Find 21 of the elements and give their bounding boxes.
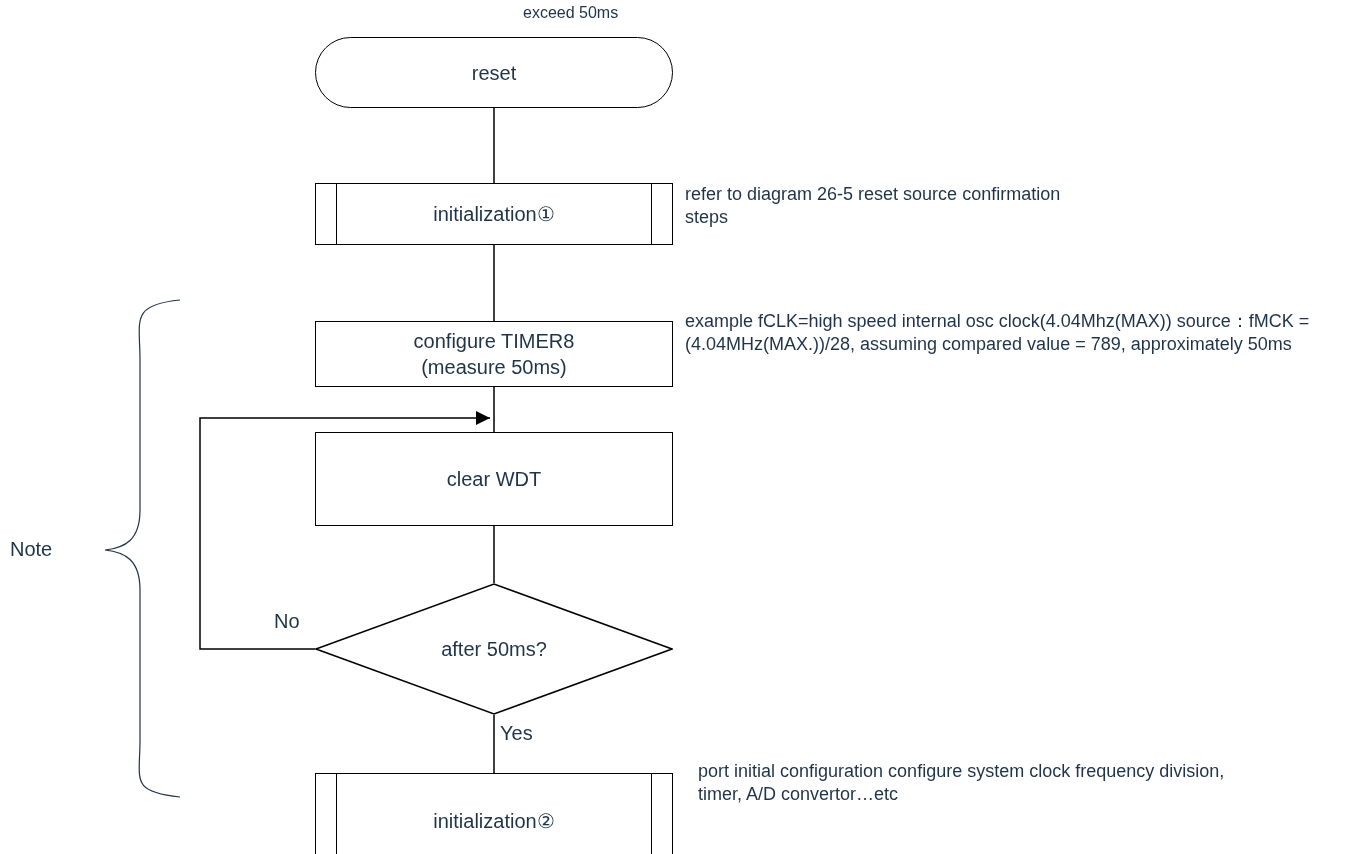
subprocess-box — [315, 183, 673, 245]
process-box — [315, 321, 673, 387]
annotation-text: refer to diagram 26-5 reset source confirmation steps — [685, 183, 1062, 230]
process-box — [315, 432, 673, 526]
node-label: reset — [471, 60, 517, 86]
connector-line — [493, 244, 495, 322]
connector-line — [493, 107, 495, 184]
connector-line — [493, 386, 495, 433]
annotation-text: exceed 50ms — [523, 3, 620, 23]
annotation-text: example fCLK=high speed internal osc clock(4.04Mhz(MAX)) source：fMCK = (4.04MHz(MAX.))/28, assuming compared value = 789, approximately 50ms — [685, 310, 1311, 357]
decision-diamond — [315, 583, 673, 715]
node-label: clear WDT — [446, 467, 542, 492]
node-label: initialization② — [433, 808, 555, 834]
node-label: after 50ms? — [441, 637, 547, 662]
subprocess-box — [315, 773, 673, 854]
annotation-text: port initial configuration configure system clock frequency division, timer, A/D convertor…etc — [698, 760, 1226, 807]
connector-line — [493, 714, 495, 774]
node-label: initialization① — [433, 202, 555, 227]
connector-line — [199, 411, 491, 650]
node-label: configure TIMER8 (measure 50ms) — [412, 329, 576, 380]
connector-line — [493, 525, 495, 584]
